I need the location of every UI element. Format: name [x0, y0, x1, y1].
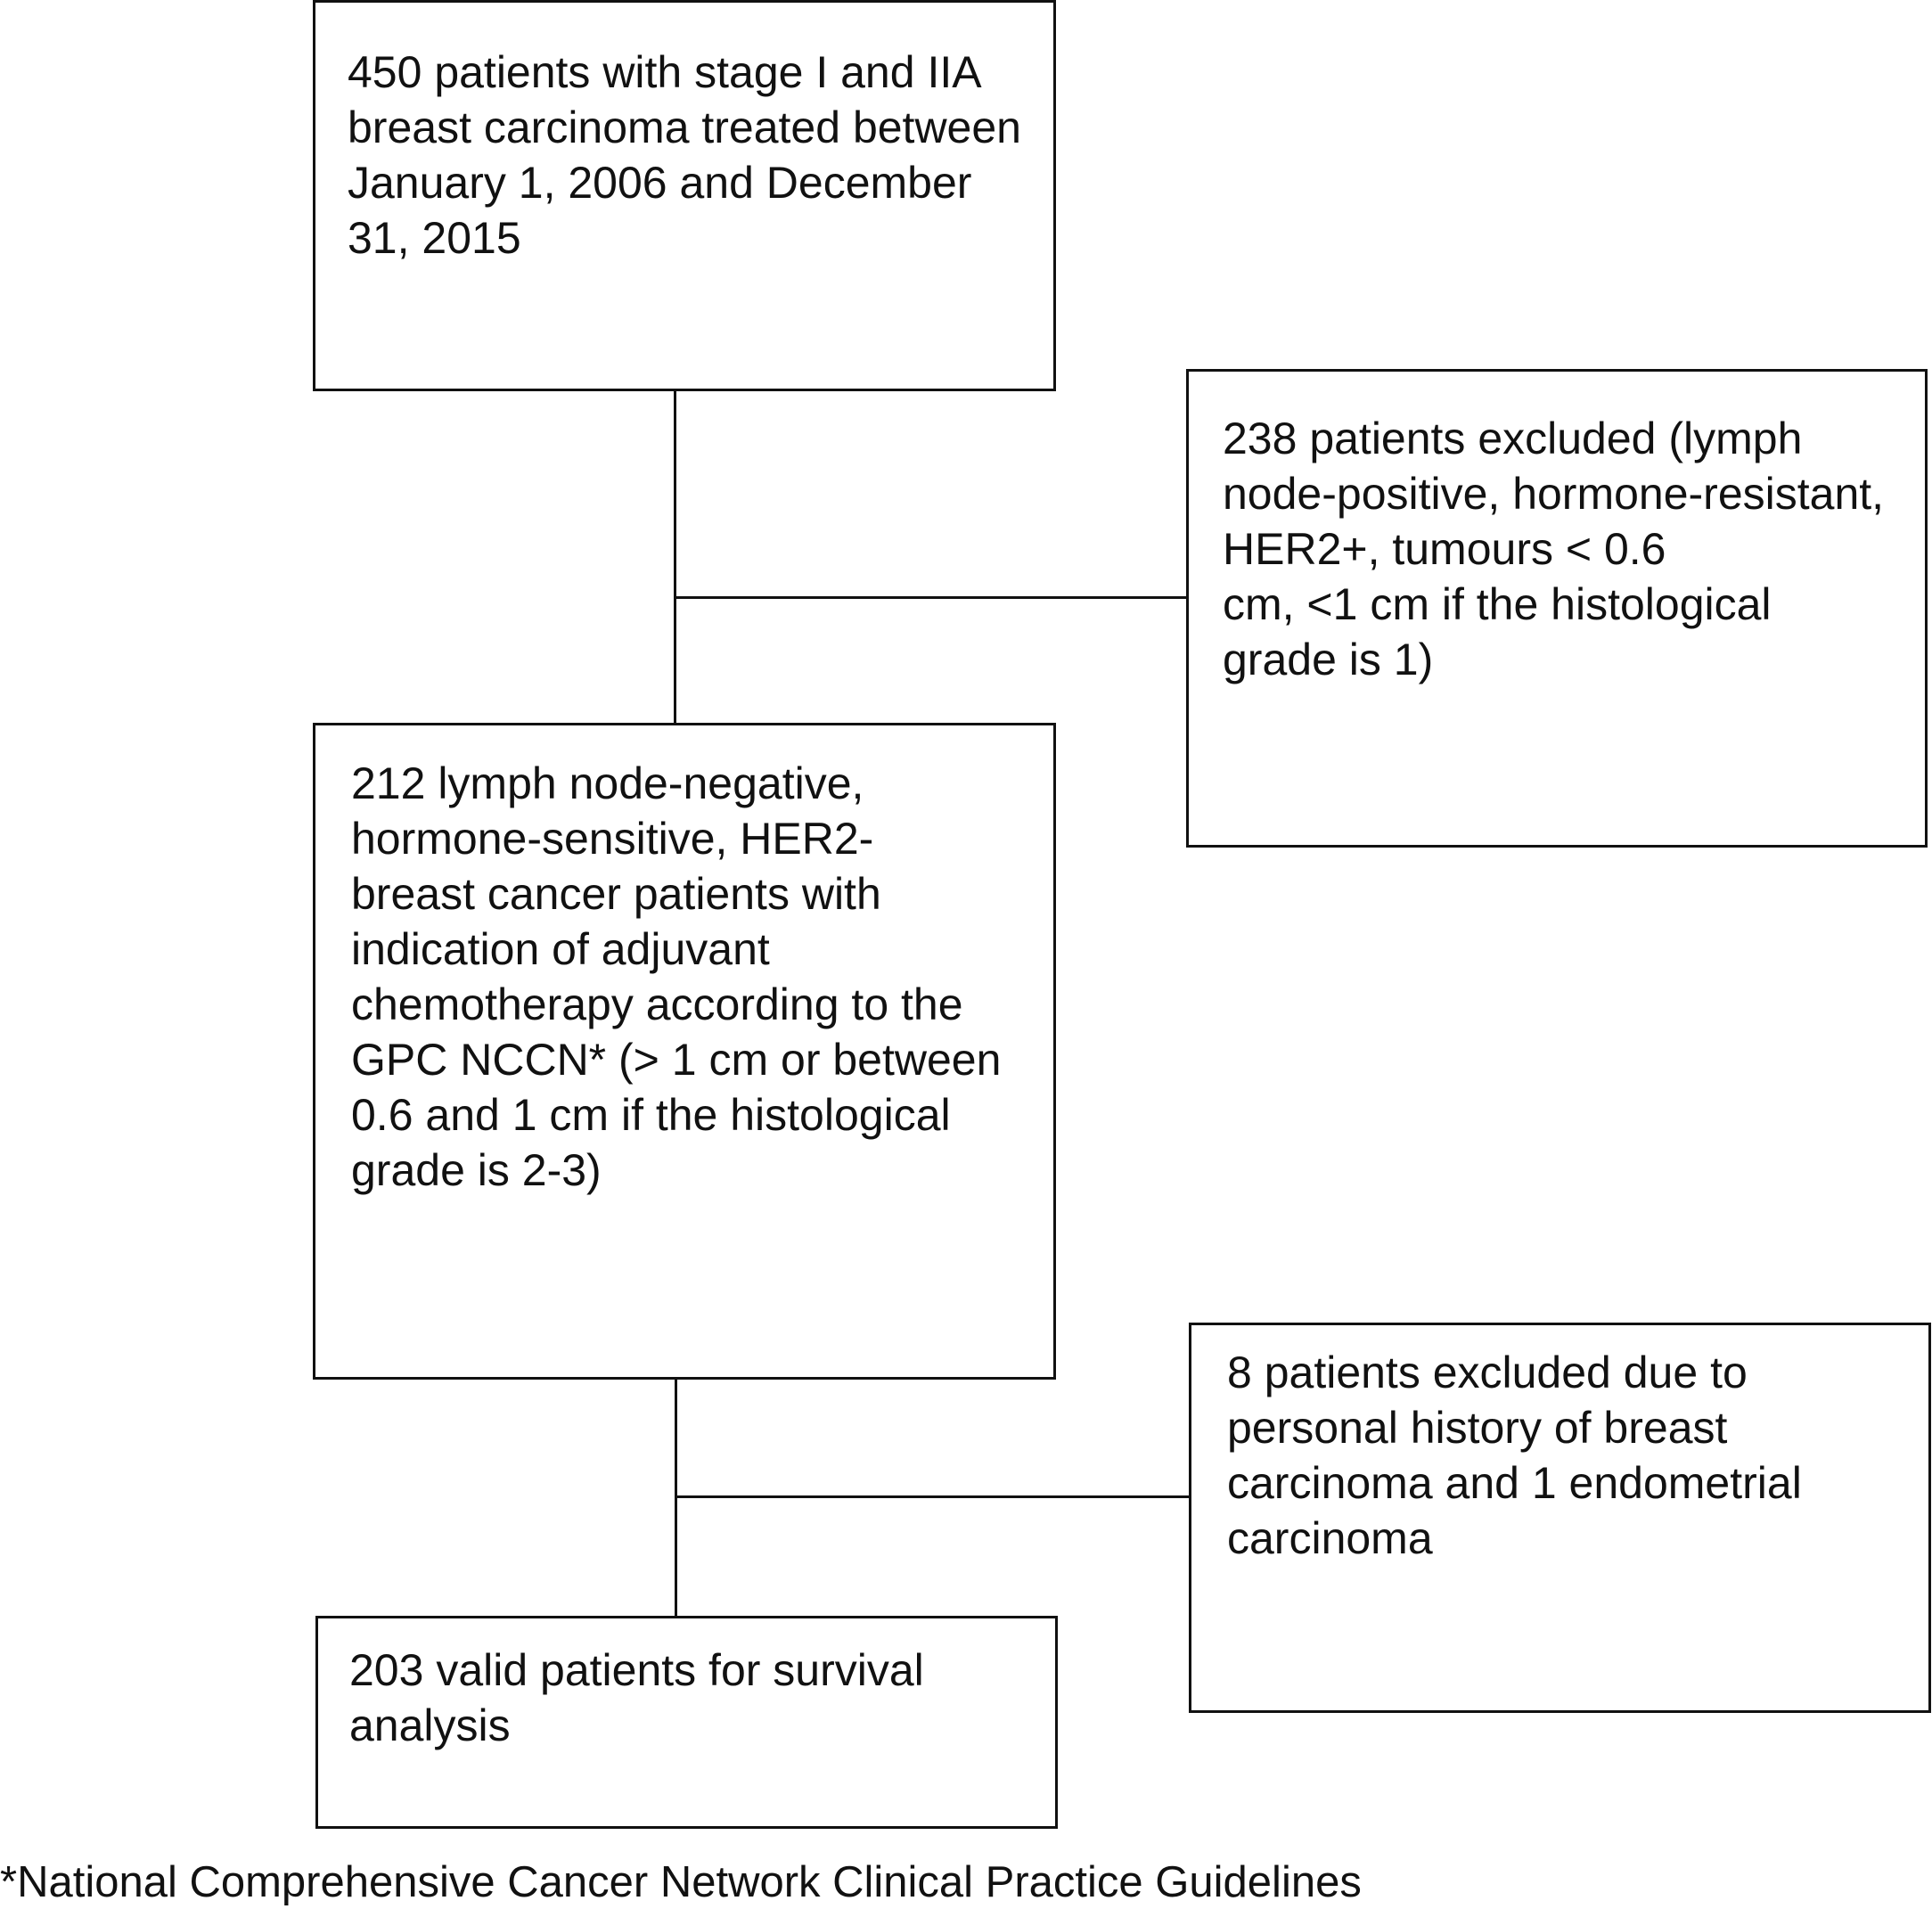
- connector-line-1: [674, 391, 676, 723]
- exclusion-1-line: HER2+, tumours < 0.6: [1223, 524, 1666, 574]
- exclusion-1-line: grade is 1): [1223, 635, 1434, 684]
- exclusion-1-line: 238 patients excluded (lymph: [1223, 414, 1803, 463]
- eligible-cohort-line: indication of adjuvant: [351, 924, 770, 974]
- eligible-cohort-line: hormone-sensitive, HER2-: [351, 814, 874, 864]
- initial-cohort-line: January 1, 2006 and December: [348, 158, 972, 208]
- eligible-cohort-line: 0.6 and 1 cm if the histological: [351, 1090, 951, 1140]
- initial-cohort-line: breast carcinoma treated between: [348, 102, 1021, 152]
- initial-cohort-text: 450 patients with stage I and IIA breast…: [348, 45, 1021, 266]
- footnote: *National Comprehensive Cancer Network C…: [0, 1858, 1362, 1906]
- initial-cohort-line: 450 patients with stage I and IIA: [348, 47, 982, 97]
- exclusion-2-line: carcinoma and 1 endometrial: [1227, 1458, 1802, 1508]
- eligible-cohort-line: grade is 2-3): [351, 1145, 602, 1195]
- eligible-cohort-text: 212 lymph node-negative, hormone-sensiti…: [351, 756, 1001, 1198]
- eligible-cohort-line: breast cancer patients with: [351, 869, 881, 919]
- eligible-cohort-line: chemotherapy according to the: [351, 979, 963, 1029]
- initial-cohort-box: [313, 0, 1056, 391]
- final-cohort-box: [315, 1616, 1058, 1829]
- final-cohort-text: 203 valid patients for survival analysis: [349, 1643, 924, 1753]
- branch-line-1: [676, 596, 1186, 599]
- exclusion-1-text: 238 patients excluded (lymph node-positi…: [1223, 411, 1884, 687]
- exclusion-2-line: personal history of breast: [1227, 1403, 1728, 1453]
- exclusion-2-line: carcinoma: [1227, 1513, 1433, 1563]
- eligible-cohort-line: GPC NCCN* (> 1 cm or between: [351, 1035, 1002, 1085]
- eligible-cohort-line: 212 lymph node-negative,: [351, 758, 864, 808]
- branch-line-2: [677, 1495, 1189, 1498]
- eligible-cohort-box: [313, 723, 1056, 1380]
- exclusion-1-line: node-positive, hormone-resistant,: [1223, 469, 1885, 519]
- exclusion-2-text: 8 patients excluded due to personal hist…: [1227, 1345, 1802, 1566]
- connector-line-2: [675, 1380, 677, 1616]
- exclusion-box-1: [1186, 369, 1928, 848]
- initial-cohort-line: 31, 2015: [348, 213, 521, 263]
- exclusion-box-2: [1189, 1323, 1931, 1713]
- exclusion-1-line: cm, <1 cm if the histological: [1223, 579, 1772, 629]
- exclusion-2-line: 8 patients excluded due to: [1227, 1348, 1748, 1397]
- final-cohort-line: 203 valid patients for survival: [349, 1645, 924, 1695]
- final-cohort-line: analysis: [349, 1700, 511, 1750]
